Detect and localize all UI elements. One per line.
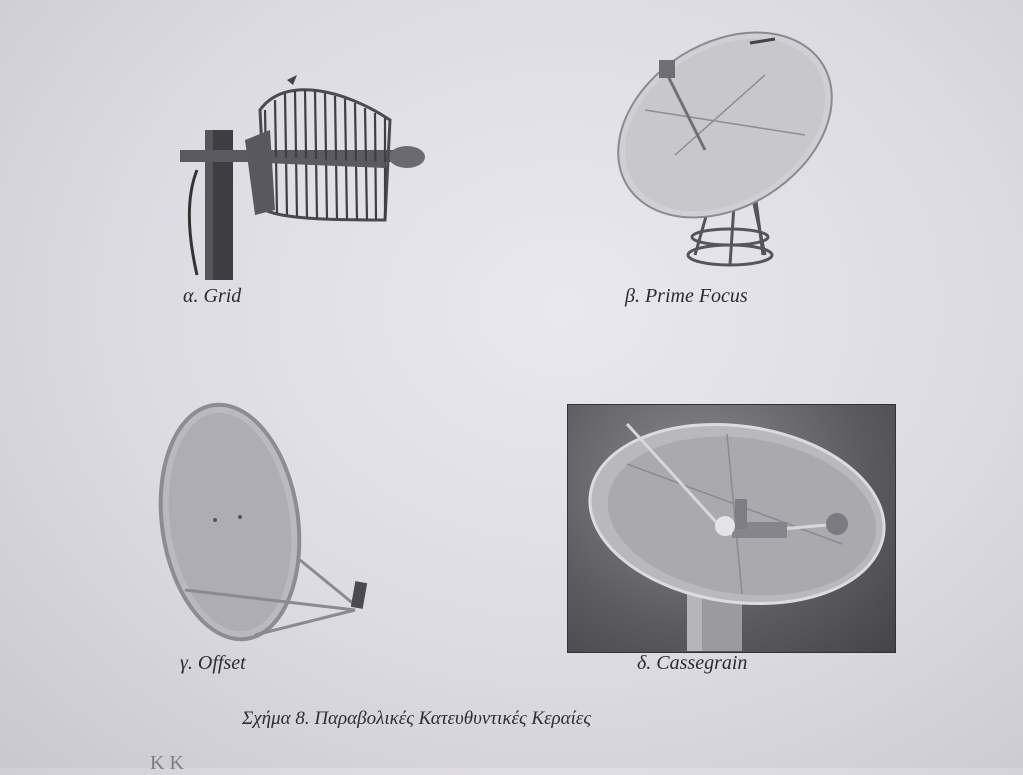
figure-caption: Σχήμα 8. Παραβολικές Κατευθυντικές Κεραί… [242, 708, 592, 729]
grid-antenna-image [180, 75, 425, 280]
prime-focus-caption: β. Prime Focus [625, 285, 748, 307]
cut-off-text: Κ Κ [150, 752, 184, 774]
offset-antenna-image [158, 402, 368, 642]
prime-focus-antenna-image [617, 31, 833, 267]
cassegrain-antenna-image [588, 422, 886, 651]
grid-caption: α. Grid [183, 285, 242, 307]
cassegrain-caption: δ. Cassegrain [637, 652, 748, 674]
offset-caption: γ. Offset [180, 652, 246, 674]
